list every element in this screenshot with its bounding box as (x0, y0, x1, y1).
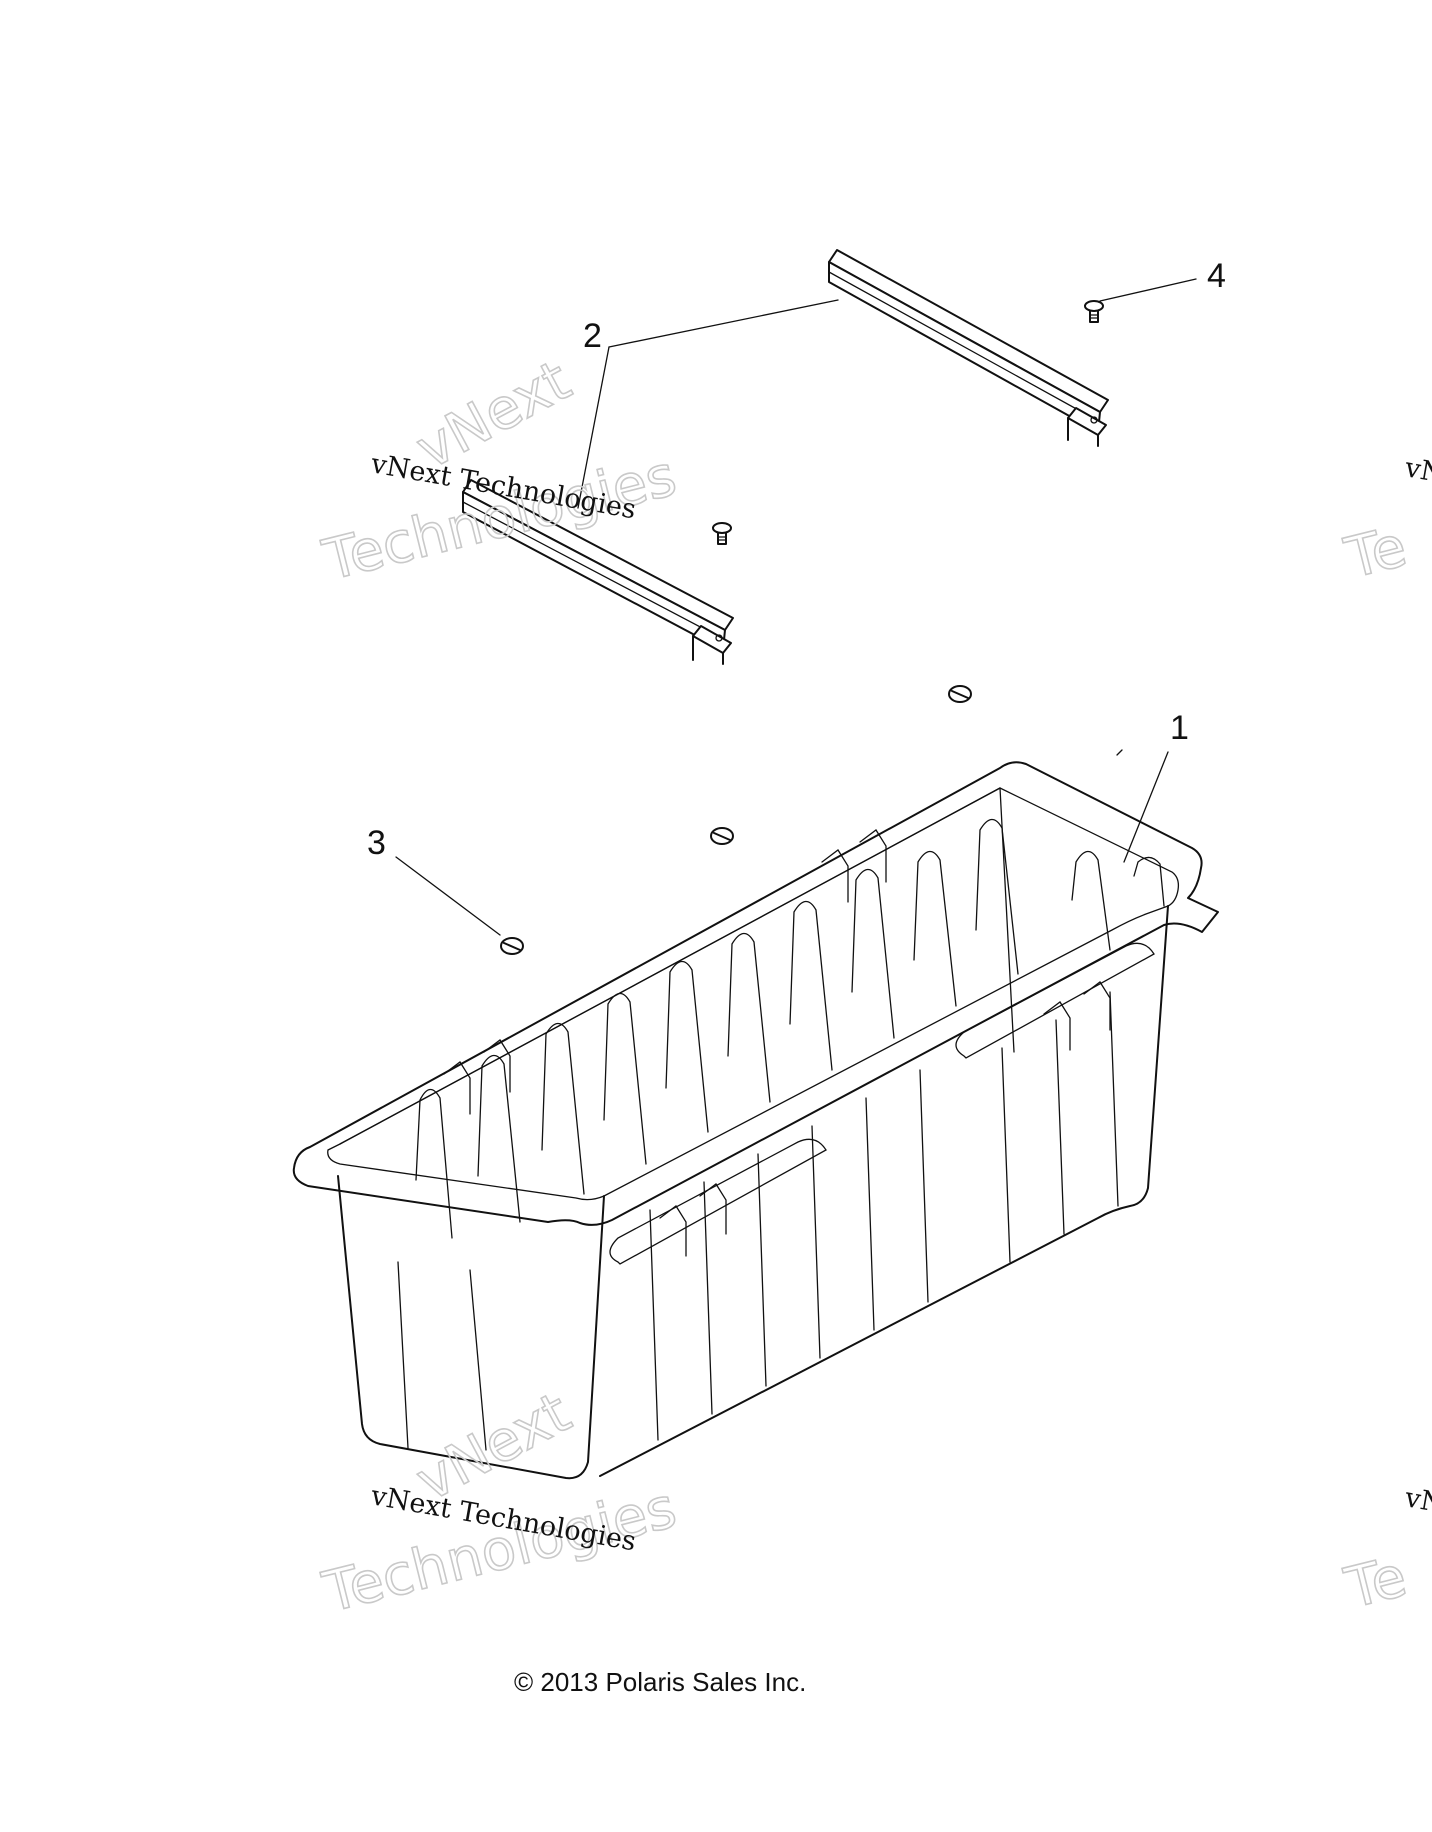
callout-4: 4 (1207, 257, 1226, 295)
fastener-1 (948, 685, 972, 703)
watermark-partial-outline: Te (1339, 1544, 1413, 1622)
rail-lower (462, 479, 734, 665)
watermark-partial-serif: vN (1402, 1482, 1432, 1519)
rim-slots (443, 829, 1111, 1257)
watermark-bottom: vNext Technologies vNext Technologies (316, 1379, 683, 1626)
fastener-3 (500, 937, 524, 955)
watermark-right-bottom: vN Te (1338, 1482, 1432, 1622)
storage-tub (292, 761, 1219, 1480)
callout-1: 1 (1170, 709, 1189, 747)
callout-3: 3 (367, 824, 386, 862)
leader-lines (395, 278, 1197, 936)
front-wall-ribs (397, 991, 1119, 1451)
fastener-2 (710, 827, 734, 845)
watermark-right-top: vN Te (1338, 452, 1432, 592)
rail-upper (828, 249, 1109, 447)
callout-2: 2 (583, 317, 602, 355)
back-wall-ribs (415, 818, 1165, 1239)
copyright-text: © 2013 Polaris Sales Inc. (514, 1667, 806, 1697)
watermark-partial-outline: Te (1339, 514, 1413, 592)
watermark-top: vNext Technologies vNext Technologies (316, 347, 683, 594)
screw-lower (712, 522, 732, 545)
watermark-partial-serif: vN (1402, 452, 1432, 489)
screw-upper (1084, 300, 1104, 323)
